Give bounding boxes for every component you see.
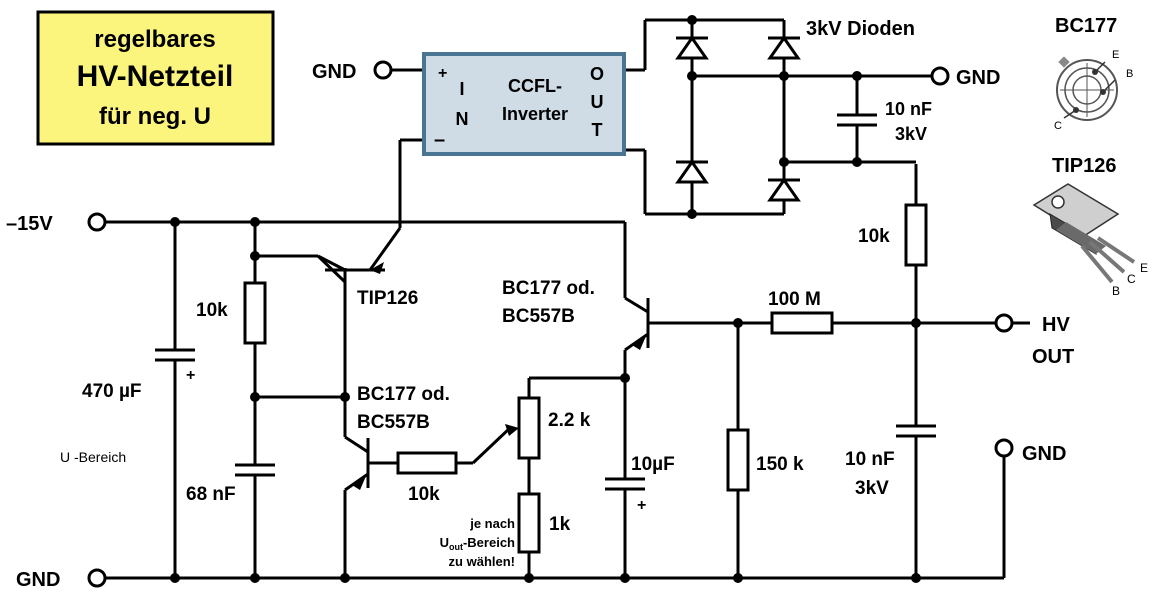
label-c-68: 68 nF bbox=[186, 484, 236, 505]
label-r-10k-left: 10k bbox=[196, 300, 228, 321]
label-note-2: Uout-Bereich bbox=[440, 535, 515, 552]
label-out: OUT bbox=[1032, 346, 1074, 368]
junction-dots bbox=[170, 15, 921, 583]
diode-4 bbox=[767, 177, 801, 202]
label-note-2-sub: out bbox=[449, 542, 463, 552]
resistor-10k-right bbox=[904, 203, 928, 267]
terminal-neg15v bbox=[87, 212, 107, 232]
inverter-out-t: T bbox=[592, 120, 603, 140]
cap-10uf bbox=[605, 477, 645, 491]
label-c-10uf: 10µF bbox=[631, 454, 675, 475]
tip126-pin-e: E bbox=[1140, 261, 1148, 275]
label-note-3: zu wählen! bbox=[449, 554, 515, 569]
cap-10nf-top bbox=[837, 113, 877, 127]
label-bc177-top-2: BC557B bbox=[502, 306, 575, 327]
label-r-100m: 100 M bbox=[768, 289, 821, 310]
label-gnd-top-right: GND bbox=[956, 67, 1000, 89]
label-neg15v: –15V bbox=[6, 213, 53, 235]
transistor-bc177-mid bbox=[344, 435, 370, 492]
terminal-gnd-in bbox=[87, 568, 107, 588]
inverter-out-u: U bbox=[591, 92, 604, 112]
label-bc177-pinout: BC177 bbox=[1055, 15, 1117, 37]
bc177-pin-e: E bbox=[1112, 49, 1119, 61]
label-bc177-mid-1: BC177 od. bbox=[357, 384, 450, 405]
label-note-2-main: U bbox=[440, 535, 449, 550]
bc177-pin-b: B bbox=[1126, 68, 1133, 80]
inverter-minus: – bbox=[434, 129, 445, 151]
label-diodes: 3kV Dioden bbox=[806, 18, 915, 40]
diode-3 bbox=[675, 159, 709, 184]
wires bbox=[106, 18, 1006, 580]
cap-10nf-out bbox=[896, 424, 936, 438]
resistor-150k bbox=[726, 428, 750, 492]
label-hv: HV bbox=[1042, 314, 1070, 336]
title-line2: HV-Netzteil bbox=[77, 60, 234, 93]
title-line3: für neg. U bbox=[99, 103, 211, 130]
label-r-10k-base: 10k bbox=[408, 484, 440, 505]
transistor-tip126 bbox=[316, 227, 402, 284]
title-box bbox=[36, 10, 275, 146]
label-tip126: TIP126 bbox=[357, 288, 418, 309]
inverter-in-i: I bbox=[459, 79, 464, 99]
label-r-1k: 1k bbox=[549, 514, 571, 535]
inverter-name-1: CCFL- bbox=[508, 76, 562, 96]
label-c-top-2: 3kV bbox=[895, 124, 927, 144]
title-line1: regelbares bbox=[94, 26, 215, 53]
label-tip126-pinout: TIP126 bbox=[1052, 155, 1116, 177]
cap-68nf bbox=[235, 463, 275, 477]
terminal-gnd-inverter bbox=[373, 60, 393, 80]
label-gnd-in: GND bbox=[16, 569, 60, 591]
label-c-470-plus: + bbox=[186, 367, 195, 384]
terminal-gnd-right bbox=[994, 438, 1014, 458]
terminal-gnd-top-right bbox=[930, 66, 950, 86]
resistor-100m bbox=[770, 311, 834, 335]
resistor-1k bbox=[517, 492, 541, 554]
label-r-10k-right: 10k bbox=[858, 226, 890, 247]
bc177-pinout: BC177 E B C bbox=[1054, 15, 1133, 132]
tip126-package: TIP126 B C E bbox=[1032, 155, 1148, 298]
diode-bridge bbox=[675, 35, 801, 202]
diode-2 bbox=[767, 35, 801, 60]
label-c-10uf-plus: + bbox=[637, 497, 646, 514]
potentiometer-2-2k bbox=[517, 396, 541, 460]
tip126-pin-b: B bbox=[1112, 284, 1120, 298]
resistor-10k-left bbox=[243, 281, 267, 345]
label-c-470: 470 µF bbox=[82, 381, 142, 402]
inverter-in-n: N bbox=[456, 109, 469, 129]
label-pot-22k: 2.2 k bbox=[548, 410, 591, 431]
label-gnd-right: GND bbox=[1022, 443, 1066, 465]
label-bc177-mid-2: BC557B bbox=[357, 412, 430, 433]
label-u-bereich: U -Bereich bbox=[60, 449, 126, 465]
label-c-top-1: 10 nF bbox=[885, 99, 932, 119]
tip126-pin-c: C bbox=[1127, 272, 1136, 286]
terminal-hv-out bbox=[994, 313, 1014, 333]
label-note-1: je nach bbox=[469, 516, 515, 531]
ccfl-inverter-box bbox=[422, 52, 626, 156]
inverter-name-2: Inverter bbox=[502, 104, 568, 124]
pot-wiper-arrow bbox=[505, 424, 519, 436]
inverter-out-o: O bbox=[590, 64, 604, 84]
cap-470uf bbox=[155, 348, 195, 362]
label-c-out-2: 3kV bbox=[855, 478, 889, 499]
diode-1 bbox=[675, 35, 709, 60]
label-note-2-rest: -Bereich bbox=[463, 535, 515, 550]
transistor-bc177-top bbox=[624, 296, 650, 352]
label-r-150k: 150 k bbox=[756, 454, 804, 475]
bc177-pin-c: C bbox=[1054, 120, 1062, 132]
inverter-plus: + bbox=[438, 65, 447, 82]
label-gnd-inverter: GND bbox=[312, 61, 356, 83]
label-c-out-1: 10 nF bbox=[845, 449, 895, 470]
resistor-10k-base bbox=[396, 451, 458, 475]
label-bc177-top-1: BC177 od. bbox=[502, 278, 595, 299]
